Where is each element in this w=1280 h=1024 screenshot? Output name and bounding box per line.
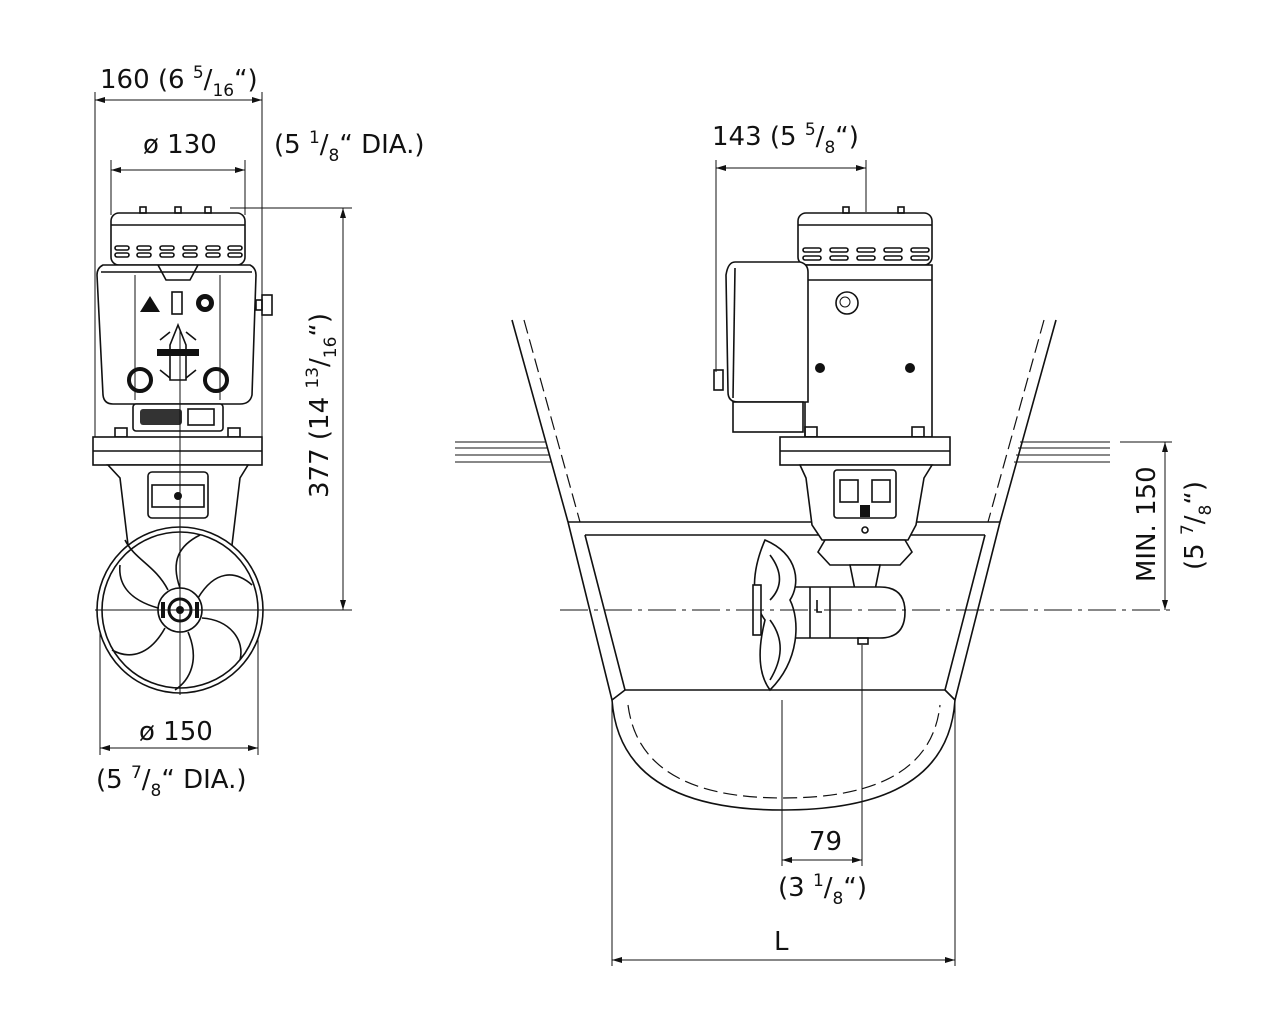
min-depth-label: MIN. 150 bbox=[1132, 466, 1162, 582]
side-view: 143 (5 5/8“) MIN. 150 (5 7/8“) 79 (3 1/8… bbox=[455, 120, 1216, 966]
tunnel-length-label: L bbox=[774, 927, 789, 957]
motor-side bbox=[713, 206, 951, 692]
front-view: 160 (6 5/16“) ø 130 (5 1/8“ DIA.) 377 (1… bbox=[92, 63, 425, 801]
offset-label: 79 bbox=[809, 827, 842, 857]
offset-imperial-label: (3 1/8“) bbox=[778, 871, 867, 909]
motor-front bbox=[96, 206, 273, 438]
height-dimension-label: 377 (14 13/16“) bbox=[303, 313, 341, 498]
waterline bbox=[455, 441, 1110, 463]
propeller-side bbox=[752, 538, 797, 692]
prop-diameter-label: ø 150 bbox=[139, 717, 213, 747]
width-dimension-label: 160 (6 5/16“) bbox=[100, 63, 258, 101]
motor-diameter-label: ø 130 bbox=[143, 130, 217, 160]
motor-diameter-imperial-label: (5 1/8“ DIA.) bbox=[274, 128, 425, 166]
hull-section bbox=[511, 319, 1057, 811]
prop-diameter-imperial-label: (5 7/8“ DIA.) bbox=[96, 763, 247, 801]
min-depth-imperial-label: (5 7/8“) bbox=[1178, 481, 1216, 570]
depth-dimension-label: 143 (5 5/8“) bbox=[712, 120, 859, 158]
